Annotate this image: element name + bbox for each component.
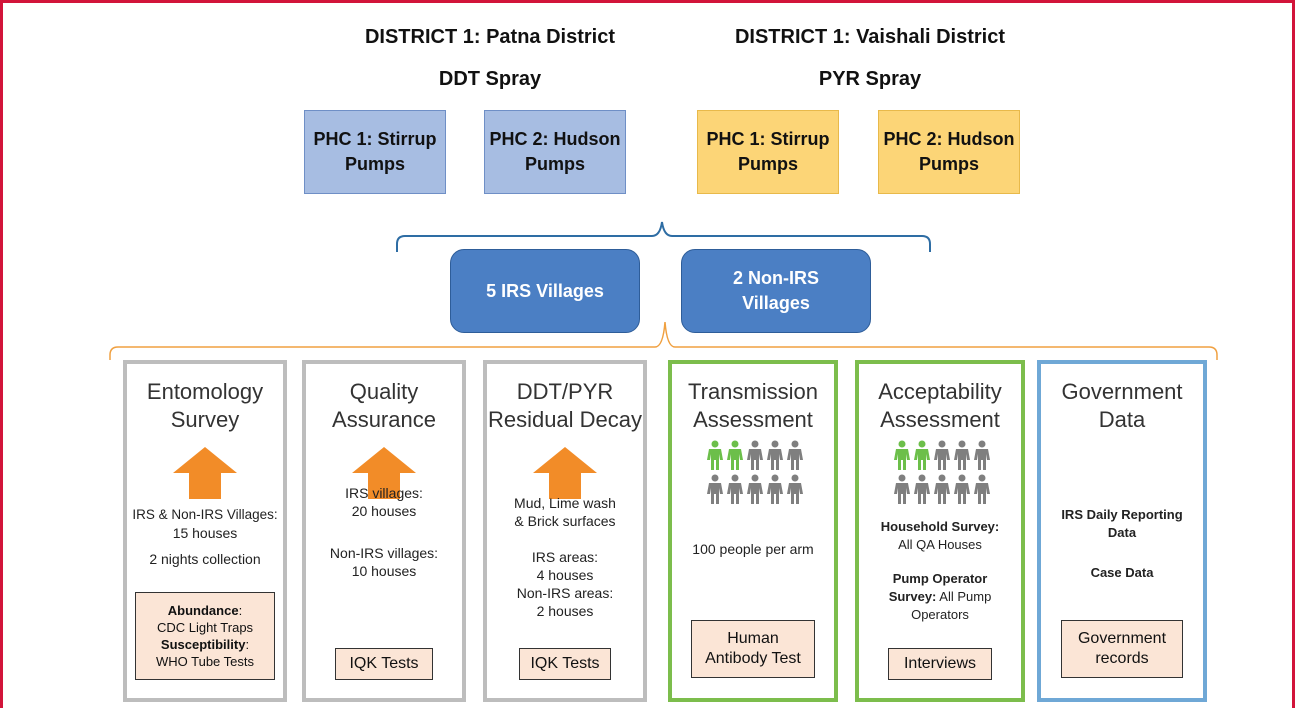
phc-line2: Pumps <box>524 154 585 174</box>
village-line1: 2 Non-IRS <box>732 268 819 288</box>
person-icon <box>914 440 930 470</box>
person-icon <box>974 474 990 504</box>
person-icon <box>787 440 803 470</box>
panel-text: Non-IRS villages: <box>329 545 439 561</box>
person-icon <box>767 474 783 504</box>
phc-line2: Pumps <box>344 154 405 174</box>
panel-text: IRS villages: <box>345 485 423 501</box>
irs-villages-box: 5 IRS Villages <box>450 249 640 333</box>
panel-text: All QA Houses <box>898 537 982 552</box>
orange-brace <box>109 321 1218 360</box>
panel-text: Pump Operator <box>892 571 988 586</box>
person-icon <box>767 440 783 470</box>
panel-text: Non-IRS areas: <box>516 585 614 601</box>
panel-text: 15 houses <box>172 525 238 541</box>
panel-text: Survey: All Pump <box>888 589 992 604</box>
person-icon <box>707 474 723 504</box>
method-tag: Interviews <box>888 648 992 680</box>
panel-text: 20 houses <box>351 503 417 519</box>
method-tag: IQK Tests <box>335 648 433 680</box>
person-icon <box>727 440 743 470</box>
village-line1: 5 IRS Villages <box>486 280 604 301</box>
district-left-title: DISTRICT 1: Patna District <box>364 26 616 48</box>
person-icon <box>894 440 910 470</box>
panel-text: & Brick surfaces <box>514 513 616 529</box>
people-icon-grid <box>894 440 990 504</box>
people-icon-grid <box>707 440 803 504</box>
phc-line1: PHC 2: Hudson <box>489 129 621 149</box>
panel-text: Household Survey: <box>880 519 1000 534</box>
phc-line1: PHC 1: Stirrup <box>706 129 830 149</box>
non-irs-villages-box: 2 Non-IRS Villages <box>681 249 871 333</box>
panel-text: 10 houses <box>351 563 417 579</box>
person-icon <box>894 474 910 504</box>
district-right-title: DISTRICT 1: Vaishali District <box>734 26 1006 48</box>
phc-line2: Pumps <box>918 154 979 174</box>
braces <box>109 221 1218 360</box>
person-icon <box>934 440 950 470</box>
panel-text: IRS & Non-IRS Villages: <box>132 507 278 522</box>
person-icon <box>954 474 970 504</box>
person-icon <box>974 440 990 470</box>
panel-text: Mud, Lime wash <box>514 495 616 511</box>
phc-line1: PHC 1: Stirrup <box>313 129 437 149</box>
up-arrow-icon <box>352 447 416 499</box>
panel-text: Data <box>1107 525 1137 540</box>
person-icon <box>934 474 950 504</box>
method-tag: Abundance: CDC Light Traps Susceptibilit… <box>135 592 275 680</box>
panel-text: 2 nights collection <box>149 551 261 567</box>
method-tag: IQK Tests <box>519 648 611 680</box>
panel-text: Operators <box>911 607 969 622</box>
person-icon <box>787 474 803 504</box>
person-icon <box>914 474 930 504</box>
panel-text: 4 houses <box>536 567 594 583</box>
person-icon <box>727 474 743 504</box>
up-arrow-icon <box>533 447 597 499</box>
panel-text: 100 people per arm <box>692 541 814 557</box>
phc-line1: PHC 2: Hudson <box>883 129 1015 149</box>
phc-line2: Pumps <box>737 154 798 174</box>
blue-brace <box>396 221 931 252</box>
panel-text: IRS areas: <box>531 549 599 565</box>
person-icon <box>954 440 970 470</box>
person-icon <box>747 440 763 470</box>
up-arrow-icon <box>173 447 237 499</box>
village-line2: Villages <box>742 293 810 313</box>
panel-text: IRS Daily Reporting <box>1061 507 1183 522</box>
district-left-spray: DDT Spray <box>438 68 542 90</box>
panel-text: Case Data <box>1090 565 1154 580</box>
panel-text: 2 houses <box>536 603 594 619</box>
person-icon <box>707 440 723 470</box>
person-icon <box>747 474 763 504</box>
district-right-spray: PYR Spray <box>818 68 922 90</box>
